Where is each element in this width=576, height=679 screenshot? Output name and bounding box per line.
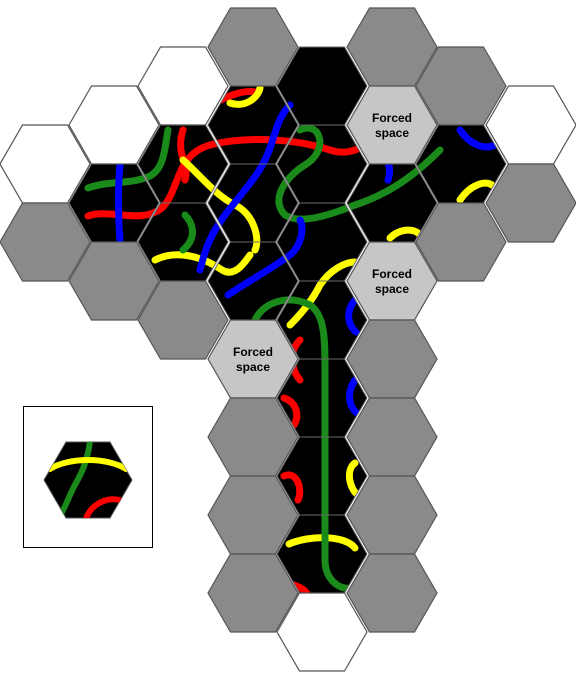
forced-space-label: Forced xyxy=(233,345,273,359)
forced-space-label: Forced xyxy=(372,267,412,281)
forced-space-label: space xyxy=(375,282,409,296)
hex-tile-preview-icon[interactable] xyxy=(24,407,154,549)
blue-path xyxy=(119,165,121,240)
forced-space-label: space xyxy=(375,126,409,140)
next-tile-preview xyxy=(23,406,153,548)
forced-space-label: Forced xyxy=(372,111,412,125)
forced-space-label: space xyxy=(236,360,270,374)
